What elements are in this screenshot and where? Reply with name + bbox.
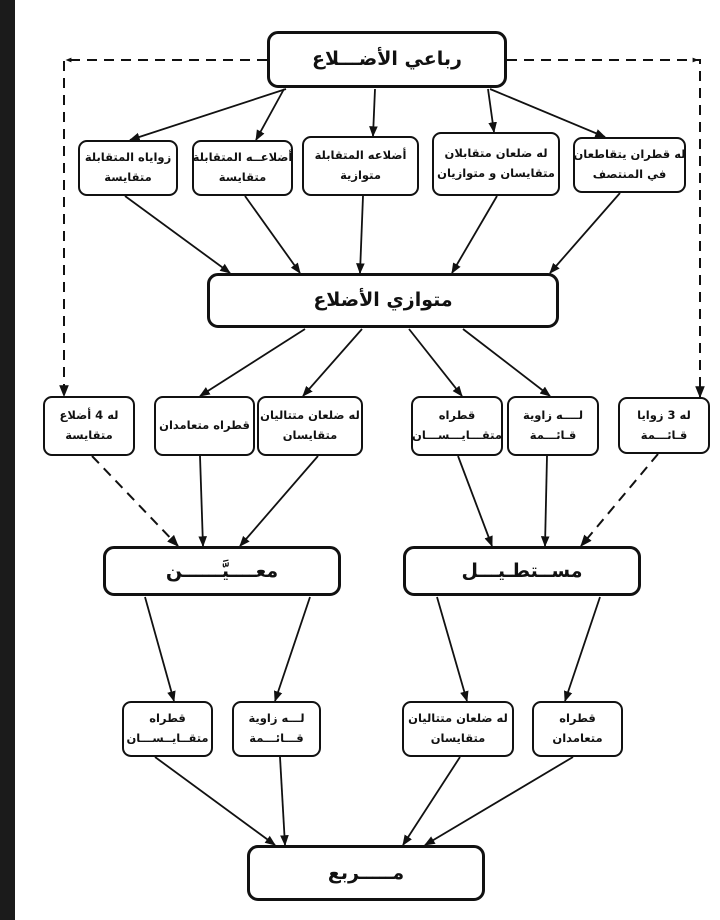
node-square-right-angle: لـــه زاوية قـــائـــمة bbox=[232, 701, 321, 757]
arrow-q2-to-parallelogram bbox=[451, 195, 498, 274]
arrow-rectangle-to-s4 bbox=[564, 596, 601, 703]
arrow-rectangle-to-s3 bbox=[436, 596, 469, 703]
node-label-line: متوازي الأضلاع bbox=[313, 289, 453, 312]
arrow-quadrilateral-to-q4 bbox=[255, 88, 285, 141]
arrow-q5-to-parallelogram bbox=[124, 195, 231, 274]
node-perpendicular-diagonals: قطراه متعامدان bbox=[154, 396, 255, 456]
arrow-quadrilateral-to-q5 bbox=[128, 88, 287, 142]
arrow-q1-to-parallelogram bbox=[549, 192, 621, 274]
node-parallelogram: متوازي الأضلاع bbox=[207, 273, 559, 328]
node-right-angle: لــــه زاوية قـائـــمة bbox=[507, 396, 599, 456]
node-label-line: رباعي الأضـــلاع bbox=[312, 48, 462, 71]
node-square-congruent-diagonals: قطراه متقــايــســـان bbox=[122, 701, 213, 757]
node-label-line: له ضلعان متتاليان bbox=[408, 711, 508, 726]
node-label-line: أضلاعه المتقابلة bbox=[314, 148, 407, 163]
node-consecutive-sides-congruent: له ضلعان متتاليان متقايسان bbox=[257, 396, 363, 456]
arrow-s2-to-square bbox=[279, 756, 289, 847]
node-opposite-sides-parallel: أضلاعه المتقابلة متوازية bbox=[302, 136, 419, 196]
arrow-quadrilateral-to-q3 bbox=[369, 88, 378, 138]
arrow-s1-to-square bbox=[154, 756, 276, 846]
node-label-line: أضلاعــه المتقابلة bbox=[192, 150, 293, 165]
node-opposite-sides-congruent: أضلاعــه المتقابلة متقايسة bbox=[192, 140, 293, 196]
node-label-line: لــــه زاوية bbox=[522, 408, 584, 423]
node-opposite-sides-congruent-parallel: له ضلعان متقابلان متقايسان و متوازيان bbox=[432, 132, 560, 196]
node-label-line: قطراه bbox=[149, 711, 186, 726]
arrow-l1-to-rhombus bbox=[91, 455, 179, 547]
node-square-consecutive-sides-congruent: له ضلعان متتاليان متقايسان bbox=[402, 701, 514, 757]
node-three-right-angles: له 3 زوايا قـائـــمة bbox=[618, 397, 710, 454]
arrow-quadrilateral-to-q2 bbox=[487, 88, 497, 134]
node-label-line: متقايسان bbox=[430, 731, 486, 745]
node-label-line: قـائـــمة bbox=[640, 427, 688, 442]
node-opposite-angles-congruent: زواياه المتقابلة متقايسة bbox=[78, 140, 178, 196]
node-label-line: له 4 أضلاع bbox=[59, 408, 119, 423]
node-label-line: متقايسة bbox=[218, 170, 267, 184]
node-label-line: متقايسان bbox=[282, 428, 338, 442]
arrow-quadrilateral-to-q1 bbox=[489, 88, 606, 138]
node-label-line: مـــــربع bbox=[327, 861, 405, 884]
node-rhombus: معــــيَّــــــن bbox=[103, 546, 341, 596]
node-label-line: متعامدان bbox=[552, 731, 603, 745]
node-quadrilateral: رباعي الأضـــلاع bbox=[267, 31, 507, 88]
node-label-line: زواياه المتقابلة bbox=[84, 150, 172, 165]
arrow-rhombus-to-s2 bbox=[274, 596, 311, 703]
node-congruent-diagonals: قطراه متقـــايـــســـان bbox=[411, 396, 503, 456]
node-label-line: قطراه bbox=[559, 711, 596, 726]
node-label-line: متقـــايـــســـان bbox=[412, 428, 502, 442]
arrow-q4-to-parallelogram bbox=[244, 195, 301, 274]
arrow-r2-to-rectangle bbox=[540, 455, 550, 548]
node-diagonals-bisect: له قطران يتقاطعان في المنتصف bbox=[573, 137, 686, 193]
node-label-line: متقايسة bbox=[104, 170, 152, 184]
arrow-quadrilateral-to-r3 bbox=[507, 59, 705, 399]
node-label-line: قطراه bbox=[438, 408, 476, 423]
arrow-parallelogram-to-r1 bbox=[408, 328, 463, 397]
arrow-parallelogram-to-l2 bbox=[199, 328, 306, 397]
node-label-line: قـــائـــمة bbox=[249, 731, 304, 745]
arrow-r3-to-rectangle bbox=[580, 453, 659, 547]
node-label-line: مســتطـيـــل bbox=[461, 559, 583, 582]
node-label-line: متقايسة bbox=[65, 428, 113, 442]
node-four-congruent-sides: له 4 أضلاع متقايسة bbox=[43, 396, 135, 456]
arrow-r1-to-rectangle bbox=[457, 455, 493, 548]
node-square-perpendicular-diagonals: قطراه متعامدان bbox=[532, 701, 623, 757]
node-rectangle: مســتطـيـــل bbox=[403, 546, 641, 596]
node-label-line: له قطران يتقاطعان bbox=[573, 147, 686, 162]
node-label-line: قطراه متعامدان bbox=[159, 418, 250, 433]
arrow-l3-to-rhombus bbox=[239, 455, 319, 547]
node-label-line: متقــايــســـان bbox=[126, 731, 209, 745]
node-label-line: متوازية bbox=[340, 168, 381, 182]
arrow-rhombus-to-s1 bbox=[144, 596, 176, 703]
node-label-line: له ضلعان متتاليان bbox=[260, 408, 360, 423]
node-label-line: له 3 زوايا bbox=[637, 407, 691, 422]
arrow-s4-to-square bbox=[424, 756, 574, 846]
arrow-q3-to-parallelogram bbox=[356, 195, 365, 275]
arrow-l2-to-rhombus bbox=[198, 455, 207, 548]
node-label-line: له ضلعان متقابلان bbox=[444, 146, 548, 161]
node-square: مـــــربع bbox=[247, 845, 485, 901]
node-label-line: متقايسان و متوازيان bbox=[437, 166, 555, 180]
node-label-line: لـــه زاوية bbox=[248, 711, 305, 726]
arrow-parallelogram-to-l3 bbox=[302, 328, 363, 397]
arrow-quadrilateral-to-l1 bbox=[59, 59, 267, 398]
node-label-line: قـائـــمة bbox=[529, 428, 577, 442]
arrow-s3-to-square bbox=[402, 756, 461, 846]
node-label-line: في المنتصف bbox=[592, 167, 667, 181]
node-label-line: معــــيَّــــــن bbox=[165, 559, 279, 582]
left-edge-bar bbox=[0, 0, 15, 920]
arrow-parallelogram-to-r2 bbox=[462, 328, 551, 397]
